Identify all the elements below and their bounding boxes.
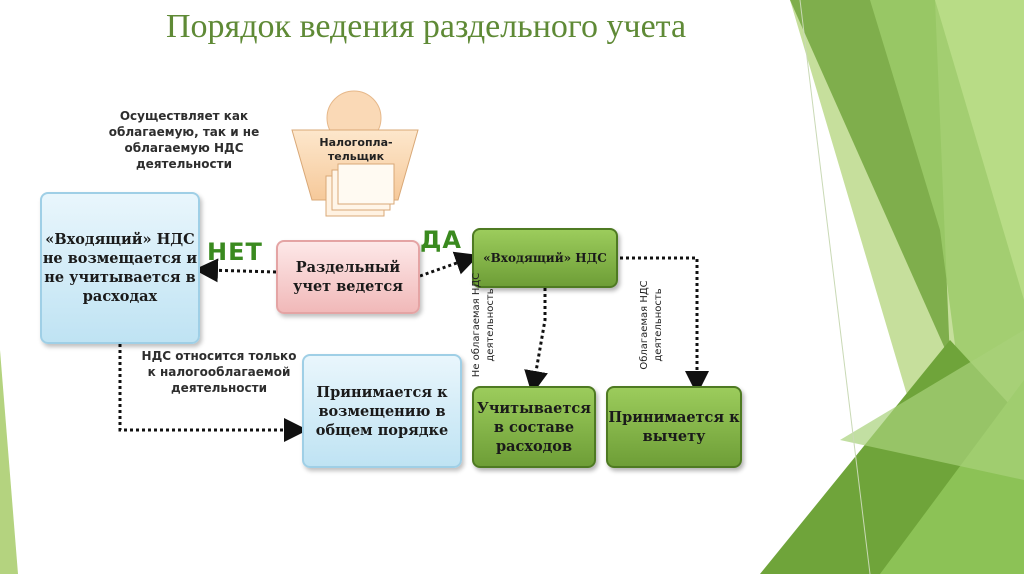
arrow-to-expenses-box [524, 288, 548, 395]
note-taxable-only: НДС относится только к налогооблагаемой … [141, 349, 297, 395]
note-both-activities: Осуществляет как облагаемую, так и не об… [108, 109, 260, 171]
edge-label-non-taxable: Не облагаемая НДС деятельность [471, 272, 496, 378]
arrow-to-deduction-box [620, 256, 709, 395]
arrow-to-right-top-box [419, 251, 480, 278]
edge-label-taxable: Облагаемая НДС деятельность [639, 280, 664, 370]
box-input-vat: «Входящий» НДС [472, 228, 618, 288]
box-included-in-expenses: Учитывается в составе расходов [472, 386, 596, 468]
box-accepted-for-refund: Принимается к возмещению в общем порядке [302, 354, 462, 468]
box-accepted-for-deduction: Принимается к вычету [606, 386, 742, 468]
taxpayer-label: Налогопла-тельщик [319, 136, 393, 163]
arrow-to-bottom-mid-box [118, 344, 308, 442]
box-separate-accounting: Раздельный учет ведется [276, 240, 420, 314]
box-input-vat-not-refunded: «Входящий» НДС не возмещается и не учиты… [40, 192, 200, 344]
label-no: НЕТ [207, 238, 263, 266]
label-yes: ДА [420, 226, 462, 254]
slide-title: Порядок ведения раздельного учета [166, 8, 687, 45]
